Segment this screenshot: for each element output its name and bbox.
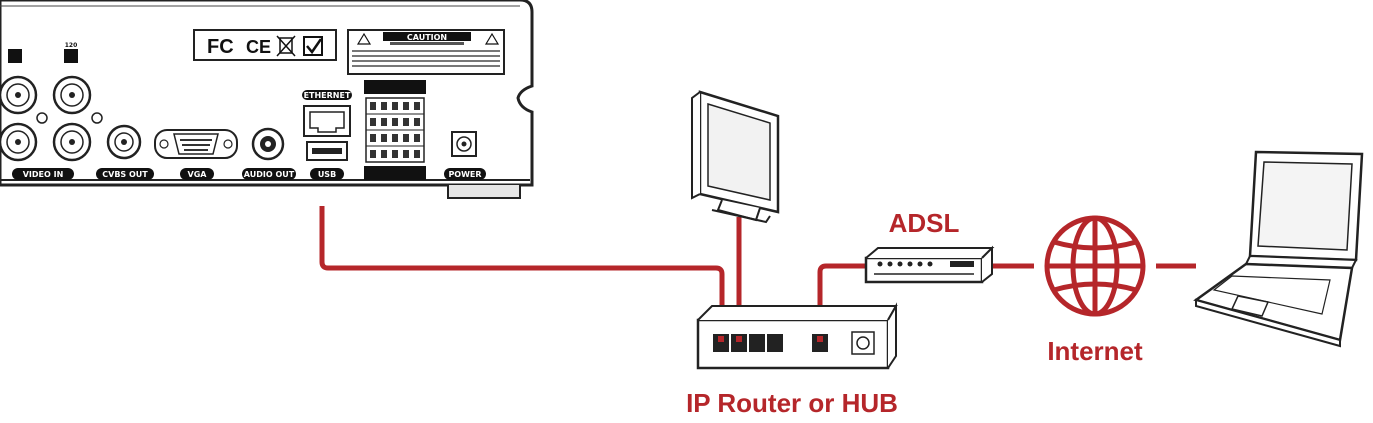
dvr-device: FC CE CAUTION [0, 0, 534, 199]
svg-text:CVBS OUT: CVBS OUT [102, 170, 148, 179]
cvbs-out-connector [106, 124, 142, 160]
svg-text:VIDEO IN: VIDEO IN [23, 170, 64, 179]
caution-label: CAUTION [347, 29, 505, 75]
video-in-connectors [0, 75, 103, 162]
port-label-power: POWER [444, 168, 486, 180]
svg-text:POWER: POWER [448, 170, 481, 179]
power-connector [451, 131, 477, 157]
ethernet-port: ETHERNET [302, 90, 352, 137]
fc-mark: FC [207, 36, 234, 58]
laptop-icon [1193, 150, 1364, 348]
weee-icon [276, 35, 296, 57]
certification-box: FC CE [193, 29, 337, 61]
router-hub-icon [696, 302, 898, 370]
svg-text:USB: USB [318, 170, 336, 179]
cable-router-to-adsl [817, 263, 866, 336]
port-label-cvbs-out: CVBS OUT [96, 168, 154, 180]
warning-triangle-icon [356, 32, 372, 45]
router-label: IP Router or HUB [686, 388, 898, 418]
internet-label: Internet [1047, 336, 1143, 366]
adsl-label: ADSL [889, 208, 960, 238]
ce-mark: CE [246, 37, 271, 57]
adsl-modem-icon [864, 245, 995, 284]
warning-triangle-icon [484, 32, 500, 45]
cables [319, 206, 1196, 336]
globe-icon [1044, 215, 1146, 317]
check-mark-icon [303, 36, 323, 56]
usb-port [306, 141, 348, 161]
port-label-usb: USB [310, 168, 344, 180]
svg-text:VGA: VGA [188, 170, 208, 179]
vga-connector [154, 129, 238, 159]
ethernet-label: ETHERNET [304, 91, 351, 100]
port-label-audio-out: AUDIO OUT [242, 168, 296, 180]
tag-label: 120 [65, 42, 78, 49]
terminal-block [364, 80, 426, 180]
svg-text:AUDIO OUT: AUDIO OUT [244, 170, 295, 179]
cable-dvr-to-router [319, 206, 725, 336]
port-label-vga: VGA [180, 168, 214, 180]
port-label-video-in: VIDEO IN [12, 168, 74, 180]
top-tags: 120 [8, 42, 78, 63]
caution-title: CAUTION [407, 33, 447, 42]
audio-out-connector [251, 127, 285, 161]
monitor-icon [691, 90, 780, 224]
